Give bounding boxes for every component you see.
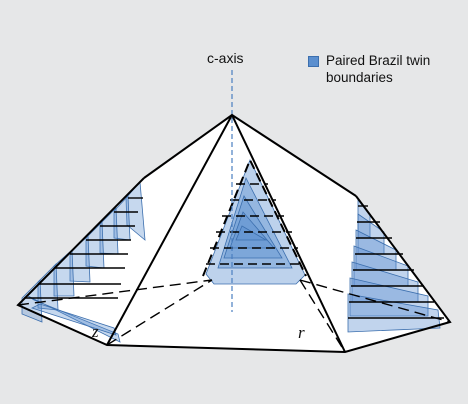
hidden-edges (17, 279, 451, 353)
visible-edges (16, 113, 452, 354)
twin-lamellae-right (347, 198, 441, 333)
face-left-back (18, 115, 232, 345)
center-triangle-outline (202, 157, 307, 277)
legend-swatch (308, 56, 319, 67)
pyramid-faces (18, 115, 450, 352)
face-label-z: z (92, 322, 99, 341)
twin-hatch-left (24, 197, 143, 299)
face-label-r: r (298, 323, 305, 342)
twin-lamellae-center (205, 158, 306, 285)
face-right (232, 115, 450, 352)
twin-hatch-right (348, 205, 444, 319)
c-axis-label: c-axis (207, 50, 244, 66)
face-front (107, 115, 345, 352)
legend-label: Paired Brazil twin boundaries (326, 53, 431, 85)
